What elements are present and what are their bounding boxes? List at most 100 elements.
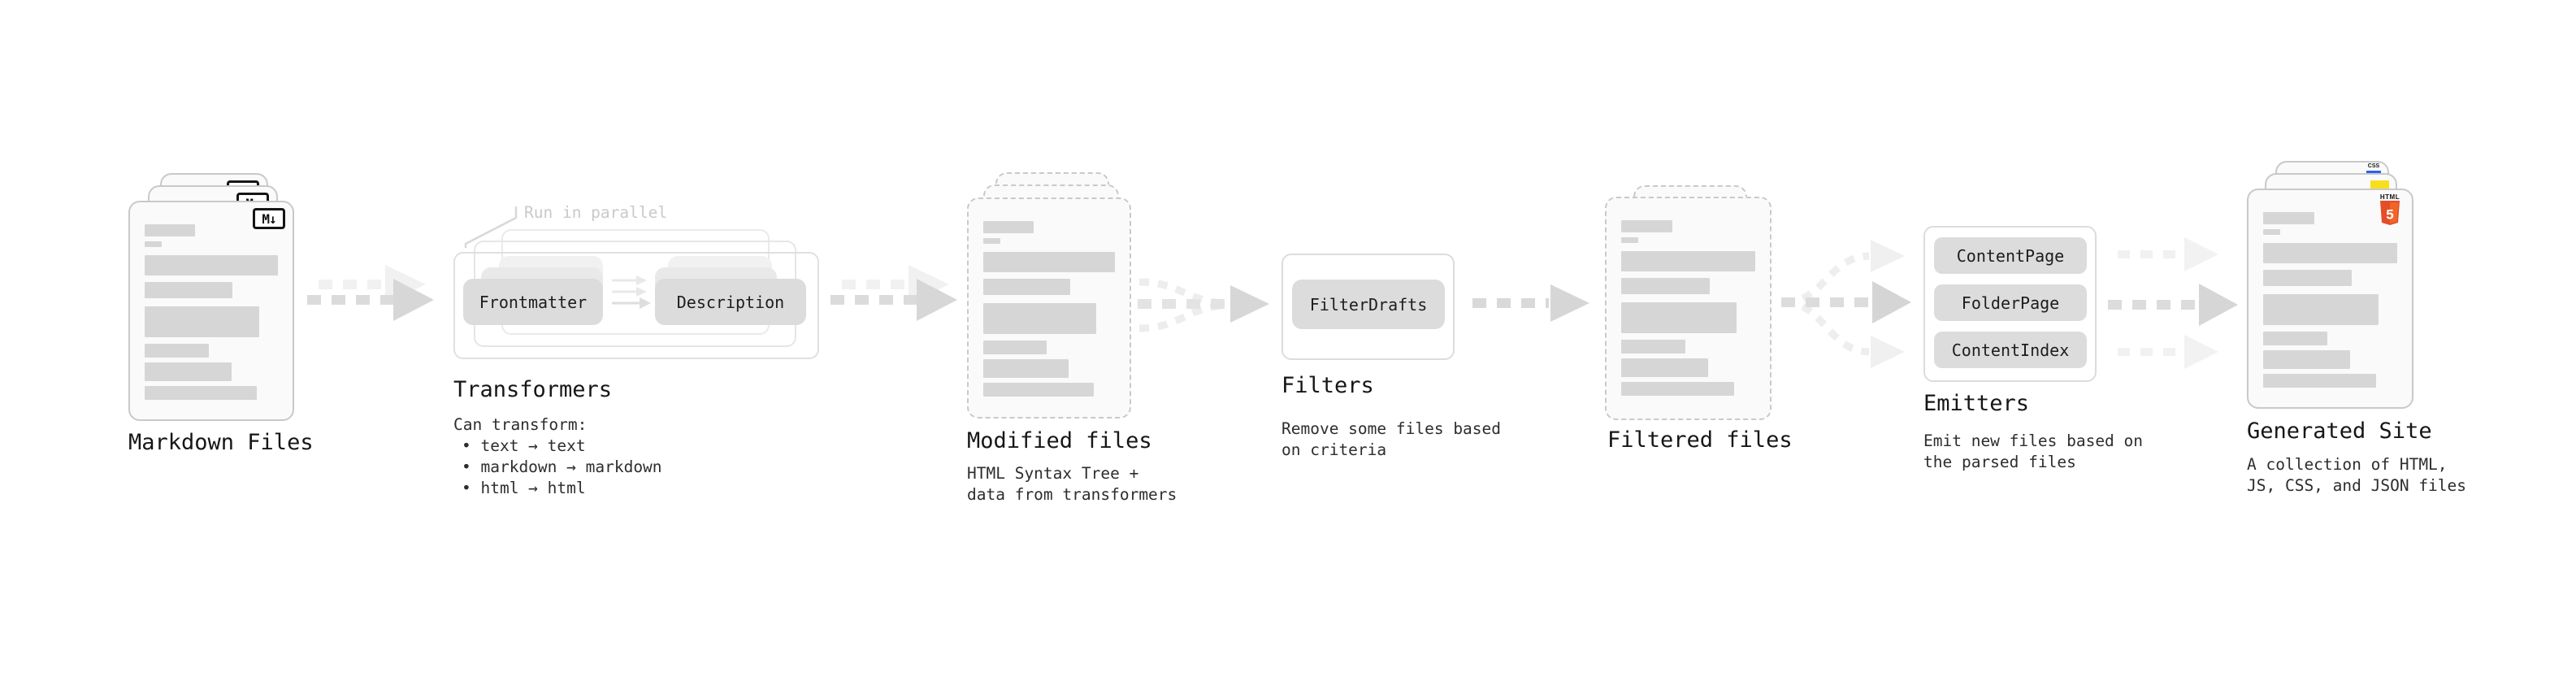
diverge-top-path [1784,252,1870,306]
skeleton-bar [145,306,260,337]
diverge-bottom-path [1784,298,1870,356]
skeleton-bar [1621,358,1709,377]
pill-contentindex: ContentIndex [1934,332,2087,368]
label-emitters: Emitters [1923,391,2030,416]
caption-modified-files: HTML Syntax Tree + data from transformer… [967,463,1177,505]
label-markdown-files: Markdown Files [128,430,314,455]
caption-line: A collection of HTML, [2247,455,2448,474]
arrow-transformers-to-modified [830,265,957,321]
caption-line: HTML Syntax Tree + [967,464,1139,483]
caption-bullet: • markdown → markdown [462,458,662,476]
caption-bullet: • html → html [462,479,586,497]
label-generated-site: Generated Site [2247,419,2432,444]
markdown-icon: M↓ [253,208,285,229]
skeleton-bar [145,386,257,400]
generated-file-card-front: HTML 5 [2247,189,2413,409]
html5-icon: HTML 5 [2378,193,2402,228]
filtered-file-card-front [1605,197,1772,420]
skeleton-bar [145,344,209,358]
skeleton-bar [983,340,1047,354]
skeleton-bar [1621,251,1755,271]
pill-filterdrafts: FilterDrafts [1292,280,1445,329]
skeleton-bar [145,255,278,275]
skeleton-bar [1621,340,1686,354]
middle-arrow-head [2199,284,2238,326]
modified-file-card-front [967,197,1131,419]
skeleton-bar [983,383,1095,397]
pill-folderpage: FolderPage [1934,284,2087,321]
caption-filters: Remove some files based on criteria [1281,419,1501,461]
diverge-top-head [1871,240,1905,272]
caption-line: Remove some files based [1281,419,1502,438]
transformer-frame-front [453,252,819,359]
ghost-arrow-head [909,265,949,304]
skeleton-bar [1621,220,1672,232]
caption-generated-site: A collection of HTML, JS, CSS, and JSON … [2247,454,2466,497]
pill-contentpage: ContentPage [1934,237,2087,274]
converge-top-path [1138,278,1226,307]
svg-text:5: 5 [2386,207,2393,223]
skeleton-bar [983,238,1001,244]
annotation-run-in-parallel: Run in parallel [524,203,668,222]
skeleton-bar [2263,294,2379,325]
caption-line: data from transformers [967,485,1177,504]
file-skeleton [969,199,1130,397]
label-transformers: Transformers [453,377,613,402]
arrow-filters-to-filtered [1472,284,1589,322]
skeleton-bar [2263,374,2376,388]
skeleton-bar [145,241,163,247]
arrow-filtered-to-emitters-diverge [1781,240,1911,368]
converge-bottom-path [1138,301,1226,332]
skeleton-bar [145,224,196,236]
skeleton-bar [2263,332,2328,345]
caption-line: JS, CSS, and JSON files [2247,476,2467,495]
file-skeleton [2249,190,2412,388]
javascript-icon [2370,180,2389,189]
skeleton-bar [2263,229,2281,235]
skeleton-bar [2263,350,2351,369]
caption-line: Can transform: [453,415,588,434]
caption-line: on criteria [1281,440,1387,459]
diverge-bottom-head [1871,336,1905,368]
skeleton-bar [1621,237,1639,243]
caption-line: Emit new files based on [1923,432,2144,450]
arrow-head [1550,284,1589,322]
skeleton-bar [2263,243,2397,263]
arrow-head [1230,285,1269,323]
file-skeleton [130,202,293,400]
skeleton-bar [1621,302,1737,333]
arrow-head [917,279,957,321]
label-filtered-files: Filtered files [1607,427,1793,453]
arrows-emitters-to-generated [2108,237,2238,369]
pill-description: Description [655,279,806,325]
arrow-head [1872,281,1911,323]
css-icon: CSS [2366,163,2382,173]
skeleton-bar [983,252,1115,272]
markdown-file-card-front: M↓ [128,201,294,421]
arrow-markdown-to-transformers [307,265,434,321]
caption-line: the parsed files [1923,453,2076,471]
arrow-modified-to-filters-converge [1138,278,1269,332]
file-skeleton [1607,198,1770,396]
skeleton-bar [2263,212,2314,224]
skeleton-bar [1621,278,1710,294]
caption-emitters: Emit new files based on the parsed files [1923,431,2143,473]
skeleton-bar [145,282,233,298]
caption-bullet: • text → text [462,436,586,455]
skeleton-bar [983,279,1070,295]
caption-transformers: Can transform: • text → text • markdown … [453,414,662,499]
skeleton-bar [983,359,1069,378]
skeleton-bar [1621,382,1734,396]
skeleton-bar [2263,270,2352,286]
label-filters: Filters [1281,373,1374,398]
skeleton-bar [983,221,1034,233]
arrow-head [393,279,434,321]
bottom-arrow-head [2184,335,2218,369]
html5-shield: 5 [2380,201,2400,225]
pill-frontmatter: Frontmatter [463,279,603,325]
top-arrow-head [2184,237,2218,271]
skeleton-bar [145,362,232,381]
skeleton-bar [983,303,1097,334]
label-modified-files: Modified files [967,428,1152,453]
